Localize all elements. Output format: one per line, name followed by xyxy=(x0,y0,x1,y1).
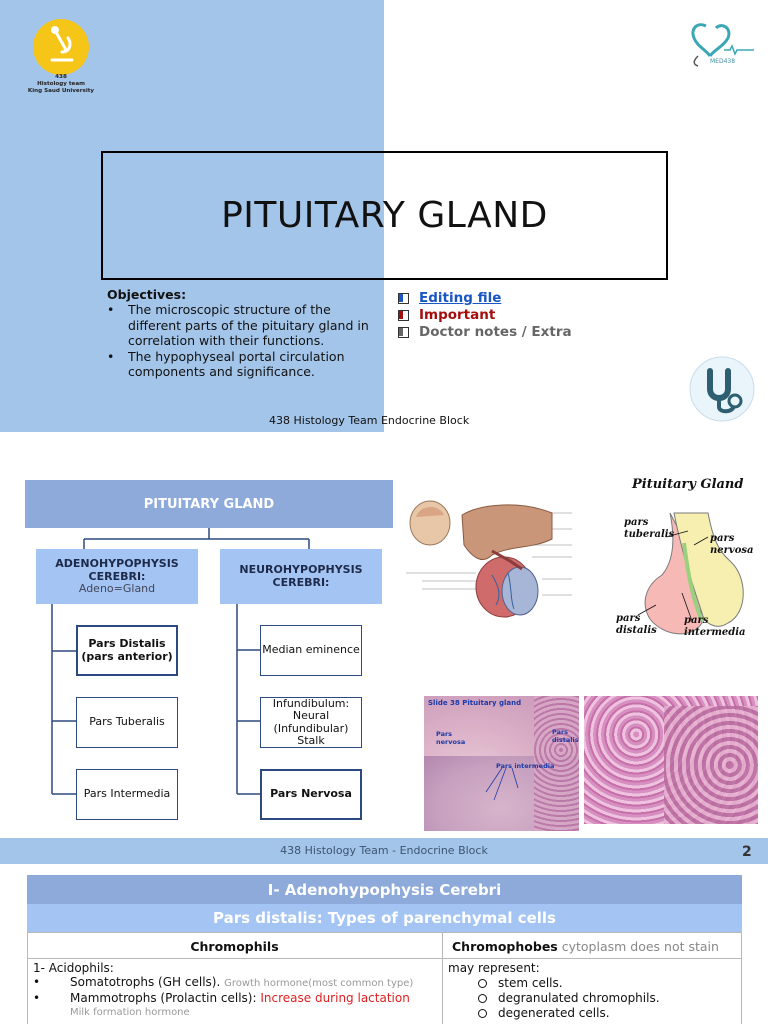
tree-connector-lines xyxy=(51,528,310,795)
infundibulum-box: Infundibulum: Neural (Infundibular) Stal… xyxy=(260,697,362,748)
list-item-note: Milk formation hormone xyxy=(70,1006,190,1018)
pars-intermedia-box: Pars Intermedia xyxy=(76,769,178,820)
slide2-footer-bar xyxy=(0,838,768,864)
acidophils-heading: 1- Acidophils: xyxy=(33,961,114,975)
list-item: Mammotrophs (Prolactin cells): Increase … xyxy=(33,991,438,1005)
pituitary-diagram: Pituitary Gland pars tuberalis pars nerv… xyxy=(612,473,762,649)
pars-nervosa-label: pars nervosa xyxy=(710,533,754,556)
micrograph-pars-distalis-label: Pars distalis xyxy=(552,728,579,744)
editing-file-link[interactable]: Editing file xyxy=(419,290,502,306)
chromophils-cell: 1- Acidophils: Somatotrophs (GH cells). … xyxy=(33,961,438,1020)
legend-important: Important xyxy=(398,307,572,324)
page-number: 2 xyxy=(742,844,752,860)
list-item: Somatotrophs (GH cells). Growth hormone(… xyxy=(33,975,438,991)
pituitary-diagram-title: Pituitary Gland xyxy=(632,477,744,492)
slide-footer: 438 Histology Team Endocrine Block xyxy=(269,414,470,427)
median-eminence-box: Median eminence xyxy=(260,625,362,676)
med-logo-text: MED438 xyxy=(710,58,736,65)
pituitary-lobes-drawing xyxy=(637,512,744,635)
cell-types-table xyxy=(27,932,742,1024)
section-header: I- Adenohypophysis Cerebri xyxy=(27,875,742,904)
list-item: stem cells. xyxy=(448,976,738,991)
pars-intermedia-label: pars intermedia xyxy=(684,615,746,638)
table-row-divider xyxy=(27,958,742,959)
micrograph-pars-nervosa-label: Pars nervosa xyxy=(436,730,466,746)
chromophobes-header: Chromophobes cytoplasm does not stain xyxy=(452,939,719,954)
title-box: PITUITARY GLAND xyxy=(101,151,668,280)
objectives-section: Objectives: The microscopic structure of… xyxy=(107,287,379,379)
objectives-list: The microscopic structure of the differe… xyxy=(107,302,379,379)
slide-label: Slide 38 Pituitary gland xyxy=(428,699,522,707)
microscope-logo-icon xyxy=(33,19,89,75)
legend-editing-file[interactable]: Editing file xyxy=(398,290,572,307)
color-legend: Editing file Important Doctor notes / Ex… xyxy=(398,290,572,341)
doctor-notes-label: Doctor notes / Extra xyxy=(419,324,572,340)
pituitary-overview-slide: PITUITARY GLAND ADENOHYPOPHYSIS CEREBRI:… xyxy=(0,455,768,865)
neurohypophysis-box: NEUROHYPOPHYSIS CEREBRI: xyxy=(220,549,382,604)
list-item: degenerated cells. xyxy=(448,1006,738,1021)
stethoscope-seal-icon xyxy=(689,356,755,422)
pars-distalis-box: Pars Distalis (pars anterior) xyxy=(76,625,178,676)
micrograph-pars-intermedia-label: Pars intermedia xyxy=(496,762,555,770)
brain-pituitary-anatomy-illustration xyxy=(402,495,608,631)
objective-item: The hypophyseal portal circulation compo… xyxy=(107,349,379,380)
pituitary-micrograph-high-mag xyxy=(584,696,758,824)
objectives-heading: Objectives: xyxy=(107,287,187,302)
subsection-header: Pars distalis: Types of parenchymal cell… xyxy=(27,904,742,932)
legend-square-icon xyxy=(398,327,409,338)
important-label: Important xyxy=(419,307,496,323)
list-item: degranulated chromophils. xyxy=(448,991,738,1006)
adenohypophysis-box: ADENOHYPOPHYSIS CEREBRI: Adeno=Gland xyxy=(36,549,198,604)
heart-stethoscope-logo-icon xyxy=(691,23,754,67)
chromophobes-cell: may represent: stem cells. degranulated … xyxy=(448,961,738,1021)
pars-tuberalis-box: Pars Tuberalis xyxy=(76,697,178,748)
micrograph-arrows xyxy=(485,767,519,801)
chromophils-header: Chromophils xyxy=(190,939,279,954)
legend-square-icon xyxy=(398,293,409,304)
may-represent-text: may represent: xyxy=(448,961,540,975)
legend-doctor-notes: Doctor notes / Extra xyxy=(398,324,572,341)
pars-nervosa-box: Pars Nervosa xyxy=(260,769,362,820)
table-column-divider xyxy=(442,932,443,1024)
title-slide: 438 Histology team King Saud University … xyxy=(0,0,768,432)
pars-distalis-label: pars distalis xyxy=(616,613,657,636)
team-logo-text: 438 Histology team King Saud University xyxy=(27,74,95,94)
pituitary-micrograph-low-mag: Slide 38 Pituitary gland Pars nervosa Pa… xyxy=(424,696,579,831)
objective-item: The microscopic structure of the differe… xyxy=(107,302,379,348)
page-title: PITUITARY GLAND xyxy=(221,195,548,236)
pituitary-gland-root-box: PITUITARY GLAND xyxy=(25,480,393,528)
pars-tuberalis-label: pars tuberalis xyxy=(624,517,675,540)
slide2-footer: 438 Histology Team - Endocrine Block xyxy=(280,844,488,857)
legend-square-icon xyxy=(398,310,409,321)
